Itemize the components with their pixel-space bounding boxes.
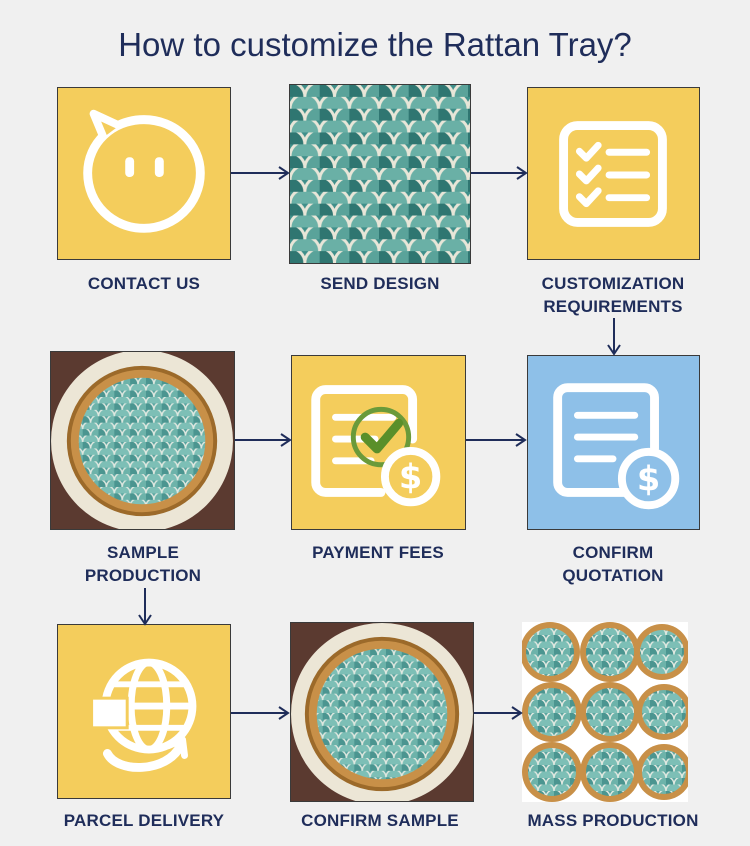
step-label-confirm-sample: CONFIRM SAMPLE — [301, 811, 459, 830]
arrow-payment-to-quotation — [466, 433, 527, 447]
arrow-delivery-to-confirm-sample — [231, 706, 290, 720]
step-label-customization-requirements: CUSTOMIZATION REQUIREMENTS — [541, 274, 685, 316]
customization-requirements-tile — [527, 87, 700, 260]
arrow-design-to-requirements — [471, 166, 528, 180]
confirm-quotation-tile: $ — [527, 355, 700, 530]
stacked-trays-image — [522, 622, 688, 802]
step-label-parcel-delivery: PARCEL DELIVERY — [63, 811, 225, 830]
sample-production-tile — [50, 351, 235, 530]
send-design-tile — [289, 84, 471, 264]
step-label-payment-fees: PAYMENT FEES — [312, 543, 444, 562]
mass-production-tile — [522, 622, 688, 802]
globe-delivery-icon — [90, 658, 197, 772]
invoice-dollar-icon: $ — [553, 383, 680, 510]
arrow-contact-to-design — [231, 166, 290, 180]
payment-fees-tile: $ — [291, 355, 466, 530]
speech-bubble-face-icon — [83, 109, 205, 233]
step-label-confirm-quotation: CONFIRM QUOTATION — [562, 543, 664, 585]
arrow-confirm-sample-to-mass — [474, 706, 523, 720]
contact-us-tile — [57, 87, 231, 260]
invoice-check-dollar-icon: $ — [311, 385, 441, 507]
step-label-sample-production: SAMPLE PRODUCTION — [84, 543, 202, 585]
svg-text:$: $ — [637, 459, 660, 498]
svg-text:$: $ — [399, 457, 422, 496]
page-title: How to customize the Rattan Tray? — [118, 26, 632, 63]
confirm-sample-tile — [290, 622, 474, 802]
step-label-send-design: SEND DESIGN — [320, 274, 440, 293]
step-label-mass-production: MASS PRODUCTION — [527, 811, 699, 830]
checklist-icon — [559, 121, 667, 227]
step-label-contact-us: CONTACT US — [87, 274, 201, 293]
fish-scale-pattern-image — [290, 85, 470, 263]
rattan-tray-image — [291, 623, 473, 801]
arrow-requirements-to-quotation — [607, 318, 621, 356]
rattan-tray-image — [51, 352, 233, 529]
arrow-sample-to-payment — [235, 433, 292, 447]
parcel-delivery-tile — [57, 624, 231, 799]
arrow-sample-to-delivery — [138, 588, 152, 626]
